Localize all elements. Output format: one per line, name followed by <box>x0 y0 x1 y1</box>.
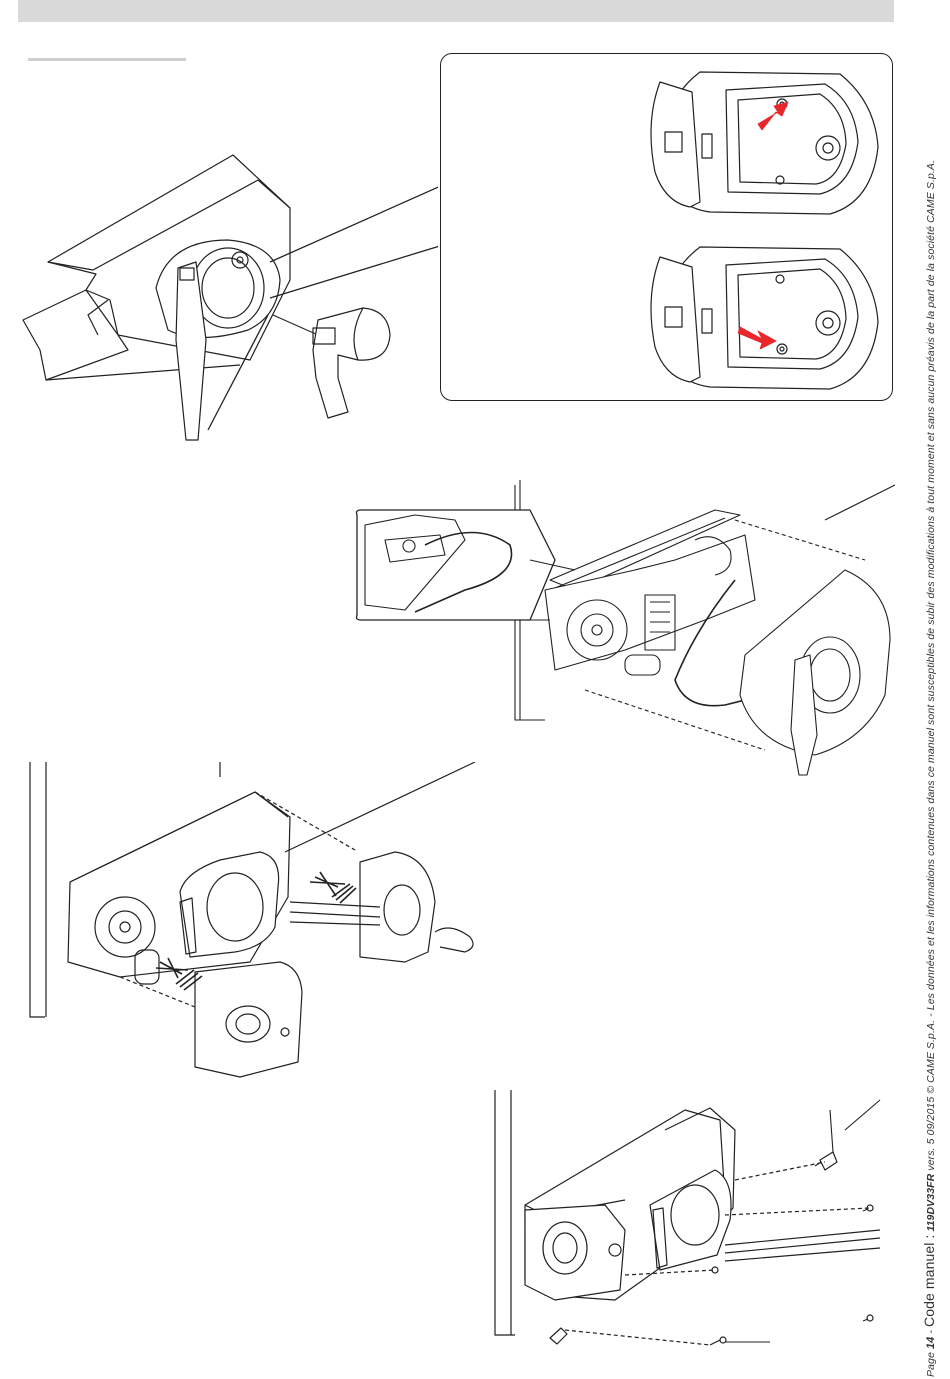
figure-cover-screws <box>485 1090 885 1350</box>
copyright-text: © CAME S.p.A. - Les données et les infor… <box>925 160 937 1094</box>
manual-code-label: Code manuel : <box>921 1235 937 1327</box>
page-footer-vertical: Page 14 - Code manuel : 119DV33FR vers. … <box>921 160 937 1377</box>
figure-cover-fitting <box>20 762 490 1082</box>
page-label: Page <box>925 1352 937 1377</box>
figure-detail-drill-points <box>640 62 885 392</box>
manual-date: 09/2015 <box>925 1097 937 1136</box>
page-number: 14 <box>925 1337 937 1349</box>
figure-cable-routing <box>345 480 895 780</box>
figure-drilling-cover <box>18 140 438 470</box>
section-rule <box>28 58 186 61</box>
manual-code: 119DV33FR <box>925 1174 937 1232</box>
manual-version: vers. 5 <box>925 1138 937 1170</box>
header-bar <box>18 0 894 22</box>
